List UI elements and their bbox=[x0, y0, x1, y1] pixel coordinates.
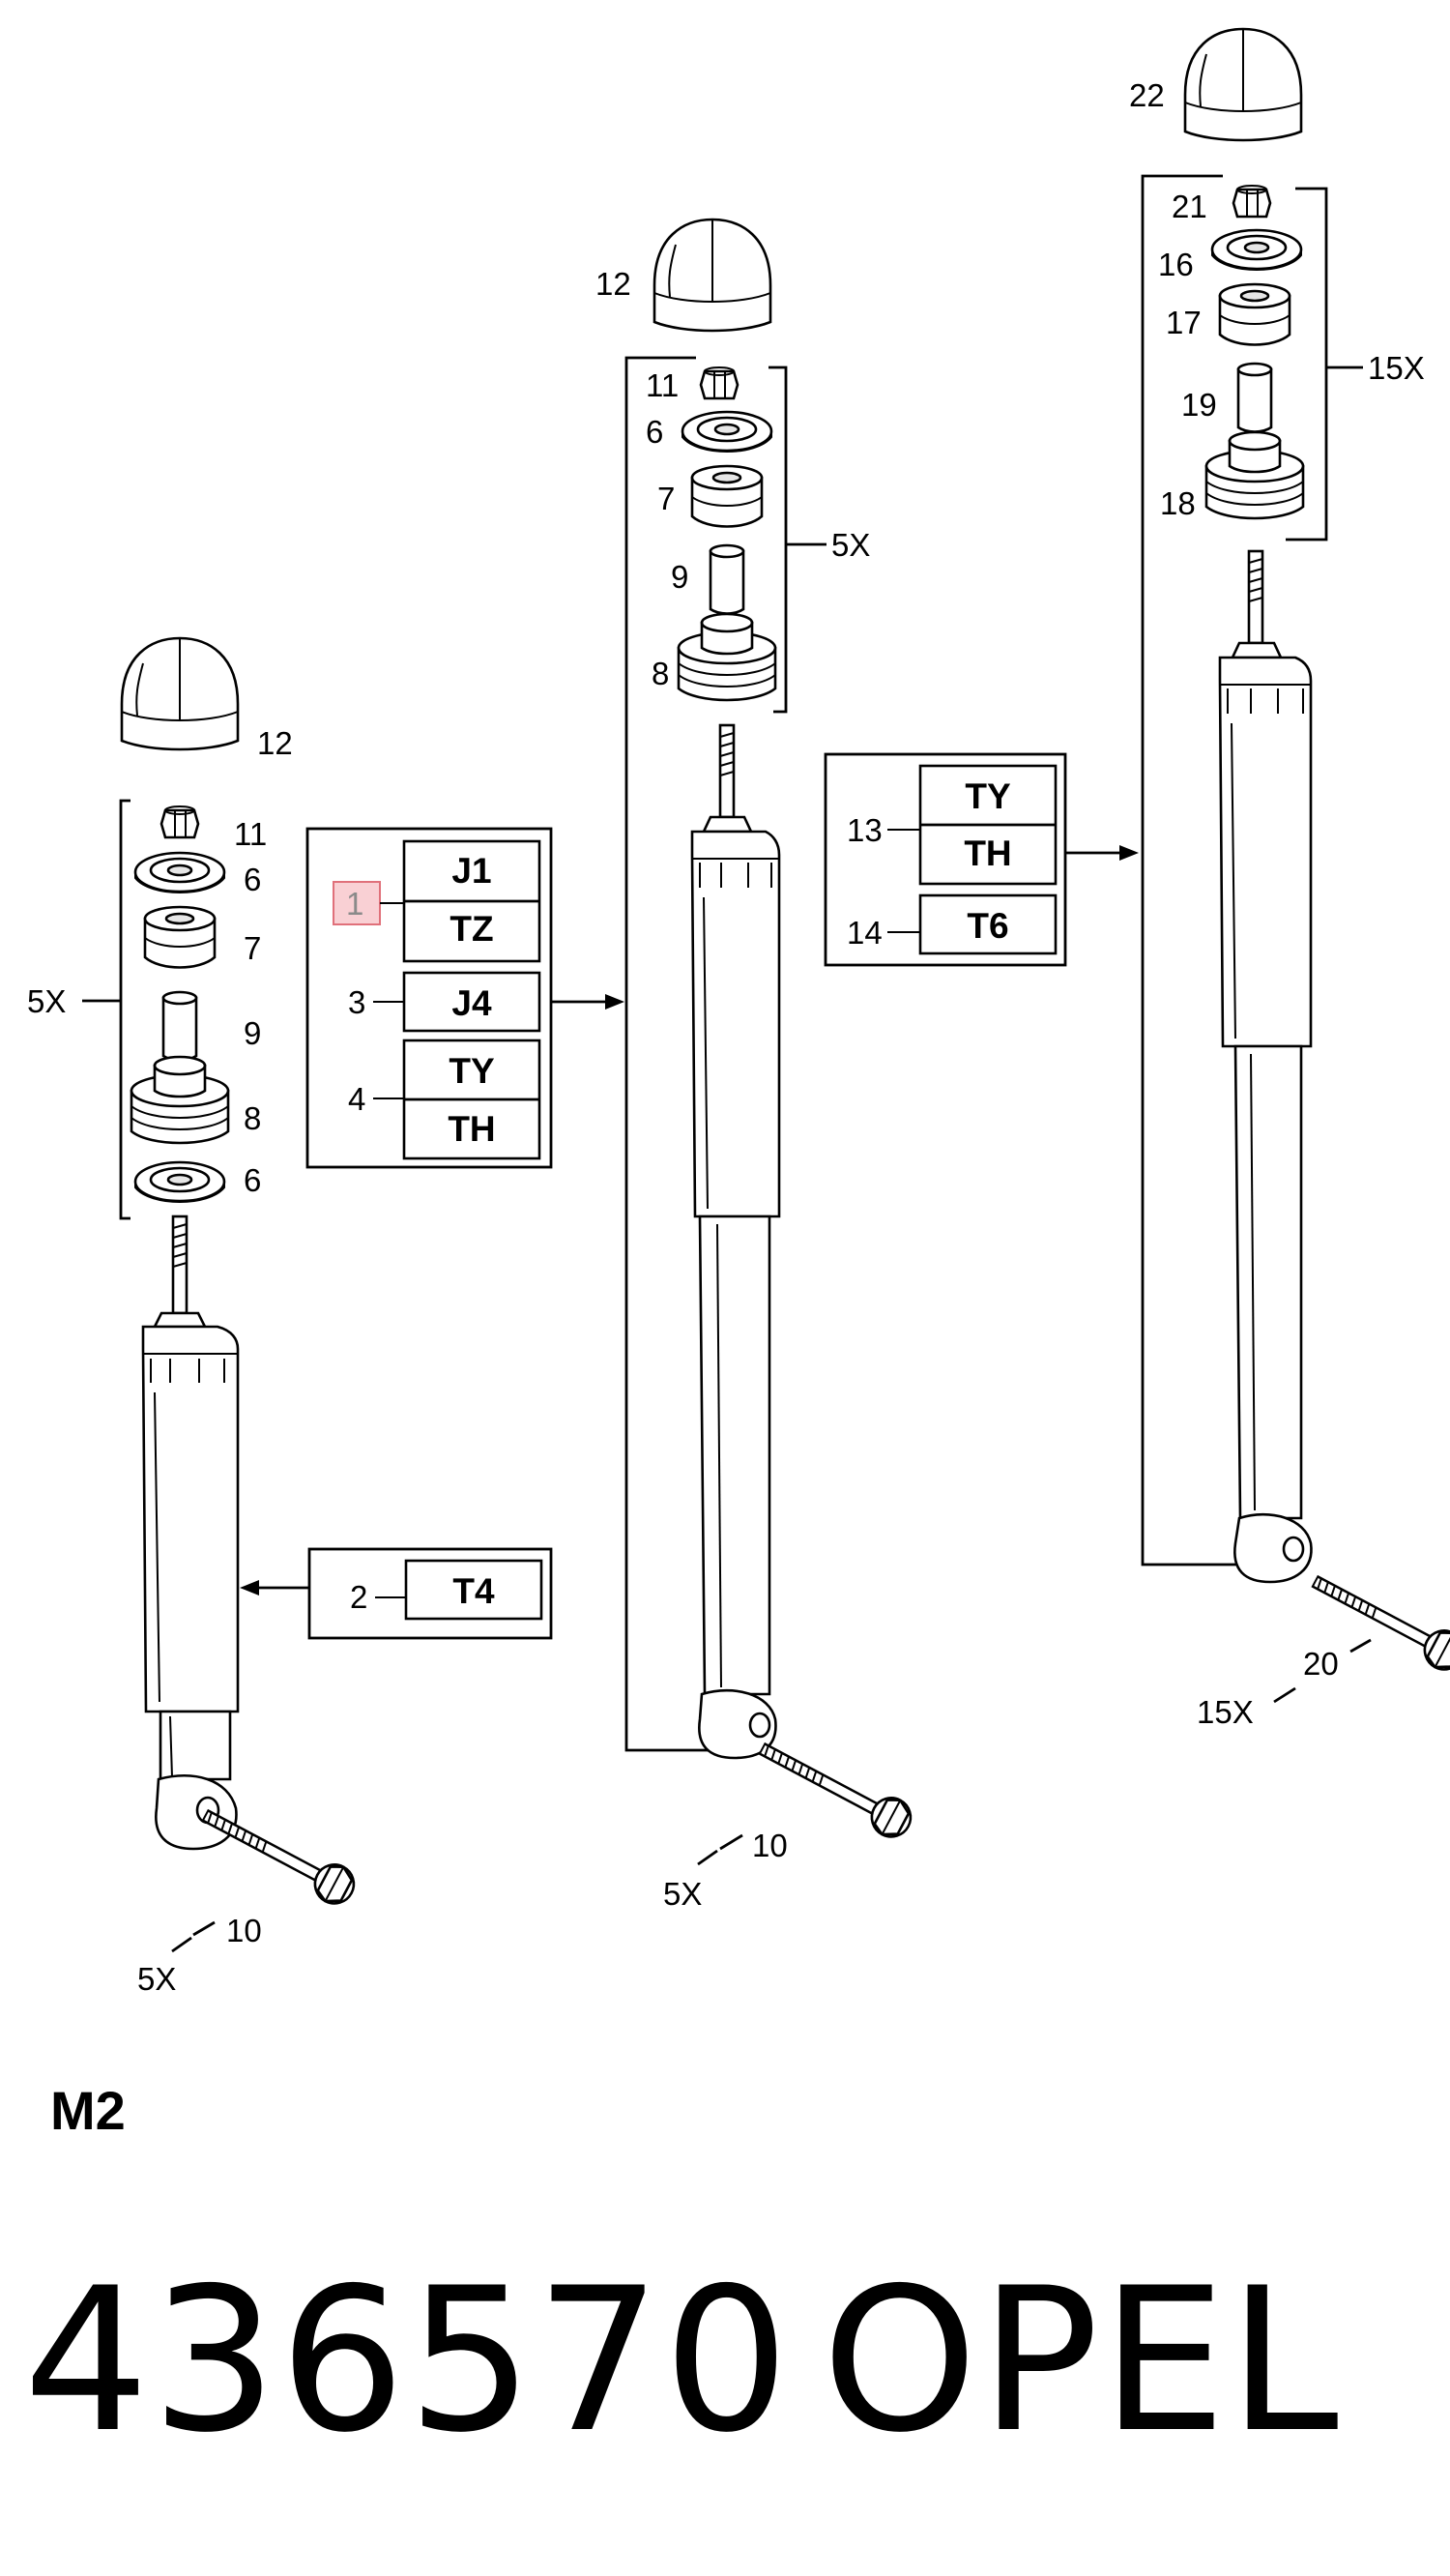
code-t6: T6 bbox=[967, 906, 1008, 946]
middle-label-cap: 12 bbox=[595, 266, 631, 302]
middle-label-washer: 6 bbox=[646, 414, 663, 450]
ref-13: 13 bbox=[847, 812, 883, 848]
right-label-cap: 22 bbox=[1129, 77, 1165, 113]
left-label-bolt-qty: 5X bbox=[137, 1961, 176, 1997]
left-shock-absorber: 12 11 6 7 9 8 6 5X 10 5X bbox=[27, 636, 361, 1997]
right-shock-absorber: 22 21 16 17 19 18 15X 20 15X bbox=[1129, 27, 1450, 1730]
left-label-washer-bottom: 6 bbox=[244, 1162, 261, 1198]
right-label-bolt-qty: 15X bbox=[1197, 1694, 1254, 1730]
ref-14: 14 bbox=[847, 915, 883, 951]
code-ty-a: TY bbox=[449, 1051, 495, 1091]
code-ty-b: TY bbox=[965, 776, 1011, 816]
right-label-bush-top: 17 bbox=[1166, 305, 1202, 340]
callout-box-1: 1 J1 TZ 3 J4 4 TY TH bbox=[305, 827, 624, 1169]
middle-label-bracket-qty: 5X bbox=[831, 527, 870, 563]
middle-shock-absorber: 12 11 6 7 9 8 5X 10 5X bbox=[595, 218, 917, 1912]
right-label-bush-bottom: 18 bbox=[1160, 485, 1196, 521]
model-label: M2 bbox=[50, 2080, 126, 2141]
left-label-bracket-qty: 5X bbox=[27, 983, 66, 1019]
ref-4: 4 bbox=[348, 1081, 365, 1117]
left-label-bolt: 10 bbox=[226, 1913, 262, 1948]
brand-name: OPEL bbox=[822, 2246, 1341, 2476]
code-th-a: TH bbox=[448, 1109, 495, 1149]
right-label-bolt: 20 bbox=[1303, 1646, 1339, 1682]
middle-label-nut: 11 bbox=[646, 367, 679, 403]
ref-2: 2 bbox=[350, 1579, 367, 1615]
middle-label-bolt-qty: 5X bbox=[663, 1876, 702, 1912]
right-label-nut: 21 bbox=[1172, 189, 1207, 224]
middle-label-bush-top: 7 bbox=[657, 481, 675, 516]
code-t4: T4 bbox=[452, 1571, 495, 1611]
code-tz: TZ bbox=[450, 909, 493, 949]
callout-box-2: 2 T4 bbox=[240, 1547, 553, 1640]
right-label-washer: 16 bbox=[1158, 247, 1194, 282]
highlight-ref-1[interactable] bbox=[333, 881, 381, 925]
code-th-b: TH bbox=[964, 834, 1011, 873]
middle-label-sleeve: 9 bbox=[671, 559, 688, 595]
right-label-bracket-qty: 15X bbox=[1368, 350, 1425, 386]
middle-label-bolt: 10 bbox=[752, 1828, 788, 1863]
code-j1: J1 bbox=[451, 851, 491, 891]
ref-3: 3 bbox=[348, 984, 365, 1020]
ref-1: 1 bbox=[346, 886, 363, 922]
left-label-nut: 11 bbox=[234, 816, 267, 852]
middle-label-bush-bottom: 8 bbox=[652, 656, 669, 691]
left-label-washer-top: 6 bbox=[244, 862, 261, 897]
left-label-bush-bottom: 8 bbox=[244, 1100, 261, 1136]
right-label-sleeve: 19 bbox=[1181, 387, 1217, 423]
code-j4: J4 bbox=[451, 983, 492, 1023]
part-number: 436570 bbox=[23, 2246, 792, 2476]
left-label-sleeve: 9 bbox=[244, 1015, 261, 1051]
callout-box-3: 13 TY TH 14 T6 bbox=[824, 752, 1139, 967]
left-label-bush-top: 7 bbox=[244, 930, 261, 966]
left-label-cap: 12 bbox=[257, 725, 293, 761]
